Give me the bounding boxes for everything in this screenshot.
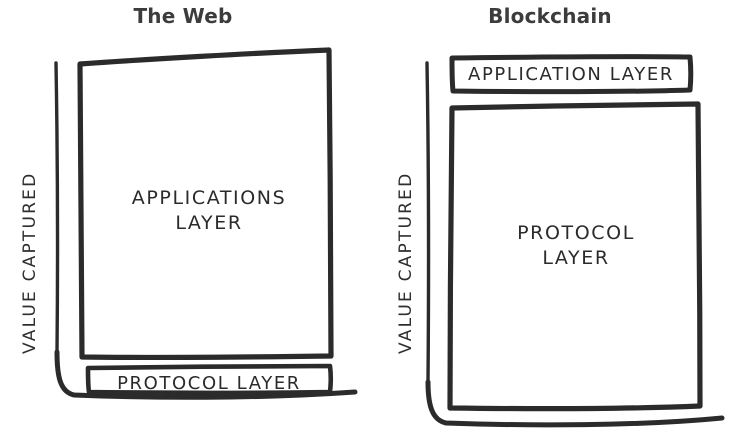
panel-title-web: The Web xyxy=(133,4,233,28)
web-protocol-layer-label: PROTOCOL LAYER xyxy=(117,373,301,394)
blockchain-application-layer-label: APPLICATION LAYER xyxy=(468,64,674,85)
web-applications-layer-label: APPLICATIONS LAYER xyxy=(131,187,287,235)
axis-label-web: VALUE CAPTURED xyxy=(20,171,40,354)
panel-title-blockchain: Blockchain xyxy=(488,4,612,28)
chain-axis-baseline xyxy=(425,379,725,428)
web-axis-vertical xyxy=(54,61,60,354)
blockchain-protocol-layer-label: PROTOCOL LAYER xyxy=(517,222,635,270)
axis-label-blockchain: VALUE CAPTURED xyxy=(396,171,416,354)
chain-axis-vertical xyxy=(425,61,431,384)
